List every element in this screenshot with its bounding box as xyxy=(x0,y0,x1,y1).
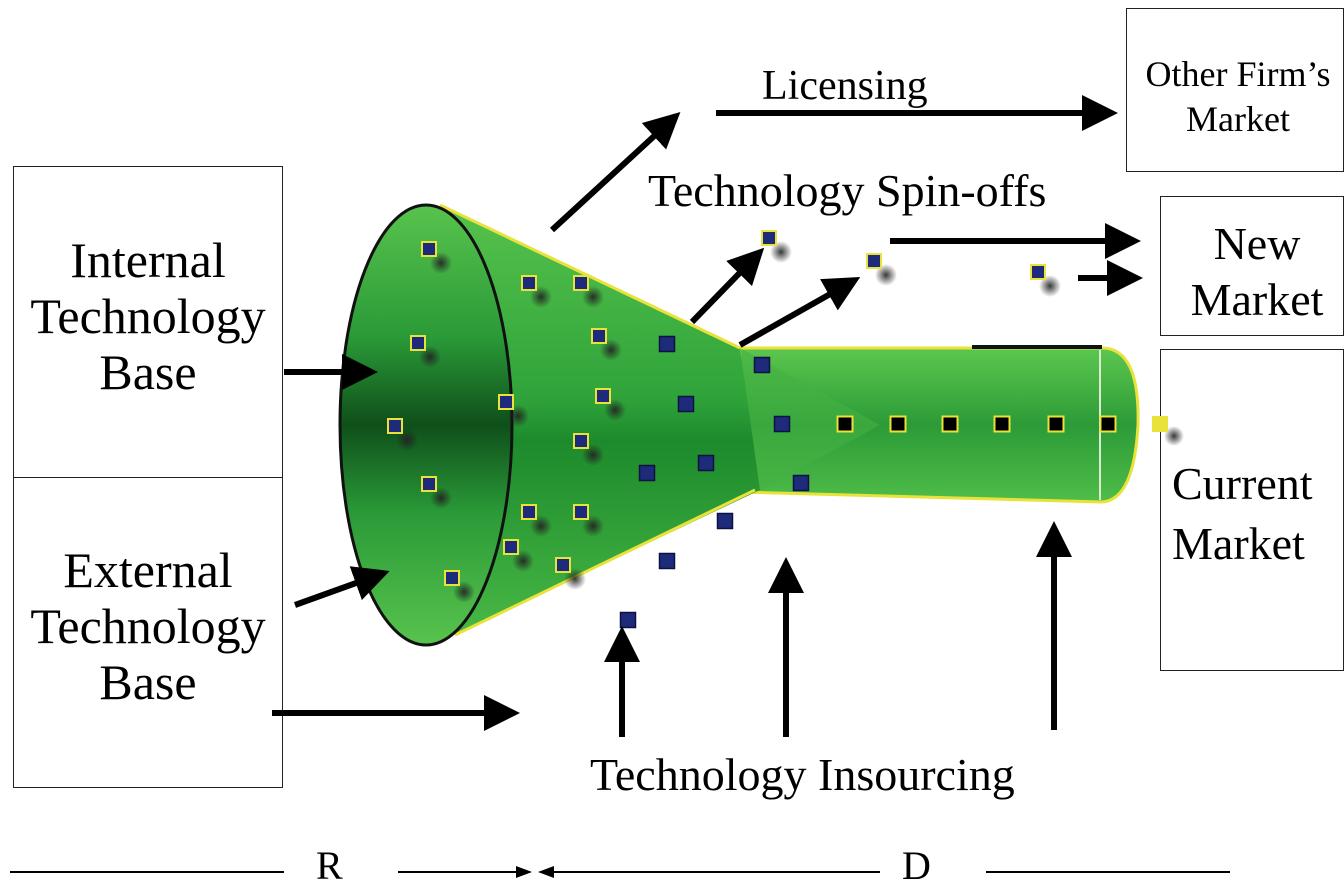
technology-square xyxy=(889,415,907,433)
technology-square xyxy=(573,275,589,291)
technology-square xyxy=(658,552,676,570)
square-shadow xyxy=(875,264,897,286)
current-market-box xyxy=(1160,349,1344,671)
technology-square xyxy=(444,570,460,586)
new-market-label: New Market xyxy=(1190,218,1324,326)
square-shadow xyxy=(507,405,529,427)
square-shadow xyxy=(430,252,452,274)
square-shadow xyxy=(1039,275,1061,297)
square-shadow xyxy=(453,581,475,603)
technology-square xyxy=(573,504,589,520)
d-label: D xyxy=(902,843,931,888)
new-market-box xyxy=(1160,196,1344,336)
technology-square xyxy=(941,415,959,433)
technology-square xyxy=(658,335,676,353)
technology-square xyxy=(1099,415,1117,433)
licensing-label: Licensing xyxy=(762,63,928,109)
square-shadow xyxy=(582,444,604,466)
technology-square xyxy=(573,433,589,449)
technology-square xyxy=(773,415,791,433)
external-technology-base-box xyxy=(13,477,283,788)
technology-square xyxy=(753,356,771,374)
external-technology-base-label: External Technology Base xyxy=(30,542,266,710)
square-shadow xyxy=(582,286,604,308)
other-firms-market-label: Other Firm’s Market xyxy=(1145,54,1331,139)
other-firms-market-box xyxy=(1126,8,1344,172)
funnel-cone xyxy=(440,205,760,635)
cone-bottom-edge xyxy=(454,488,756,637)
funnel-mouth xyxy=(338,203,514,647)
cone-top-edge xyxy=(439,203,741,350)
square-shadow xyxy=(604,399,626,421)
technology-square xyxy=(498,394,514,410)
technology-square xyxy=(677,395,695,413)
square-shadow xyxy=(396,429,418,451)
technology-square xyxy=(421,476,437,492)
technology-square xyxy=(792,474,810,492)
square-shadow xyxy=(770,241,792,263)
square-shadow xyxy=(530,515,552,537)
technology-square xyxy=(619,611,637,629)
square-shadow xyxy=(530,286,552,308)
square-shadow xyxy=(564,568,586,590)
technology-square xyxy=(993,415,1011,433)
square-shadow xyxy=(582,515,604,537)
technology-square xyxy=(421,241,437,257)
internal-technology-base-label: Internal Technology Base xyxy=(30,232,266,400)
technology-square xyxy=(1047,415,1065,433)
internal-technology-base-box xyxy=(13,166,283,478)
spinoff-arrow-2 xyxy=(738,277,861,348)
technology-square xyxy=(761,230,777,246)
technology-square xyxy=(866,253,882,269)
technology-square xyxy=(1030,264,1046,280)
r-label: R xyxy=(316,843,343,888)
technology-square xyxy=(836,415,854,433)
technology-square xyxy=(410,335,426,351)
technology-square xyxy=(521,504,537,520)
square-shadow xyxy=(600,339,622,361)
spinoff-arrow-1 xyxy=(689,247,765,325)
technology-square xyxy=(595,388,611,404)
technology-insourcing-label: Technology Insourcing xyxy=(590,749,1015,800)
technology-spinoffs-label: Technology Spin-offs xyxy=(648,165,1047,216)
technology-square xyxy=(638,464,656,482)
technology-square xyxy=(591,328,607,344)
technology-square xyxy=(716,512,734,530)
external-to-funnel-arrow xyxy=(293,566,390,608)
technology-square xyxy=(503,539,519,555)
technology-square xyxy=(387,418,403,434)
technology-square xyxy=(555,557,571,573)
square-shadow xyxy=(430,487,452,509)
technology-square xyxy=(521,275,537,291)
square-shadow xyxy=(419,346,441,368)
square-shadow xyxy=(512,550,534,572)
technology-square xyxy=(697,454,715,472)
current-market-label: Current Market xyxy=(1172,458,1313,569)
cone-highlight xyxy=(740,348,880,490)
funnel-tube xyxy=(738,346,1140,504)
